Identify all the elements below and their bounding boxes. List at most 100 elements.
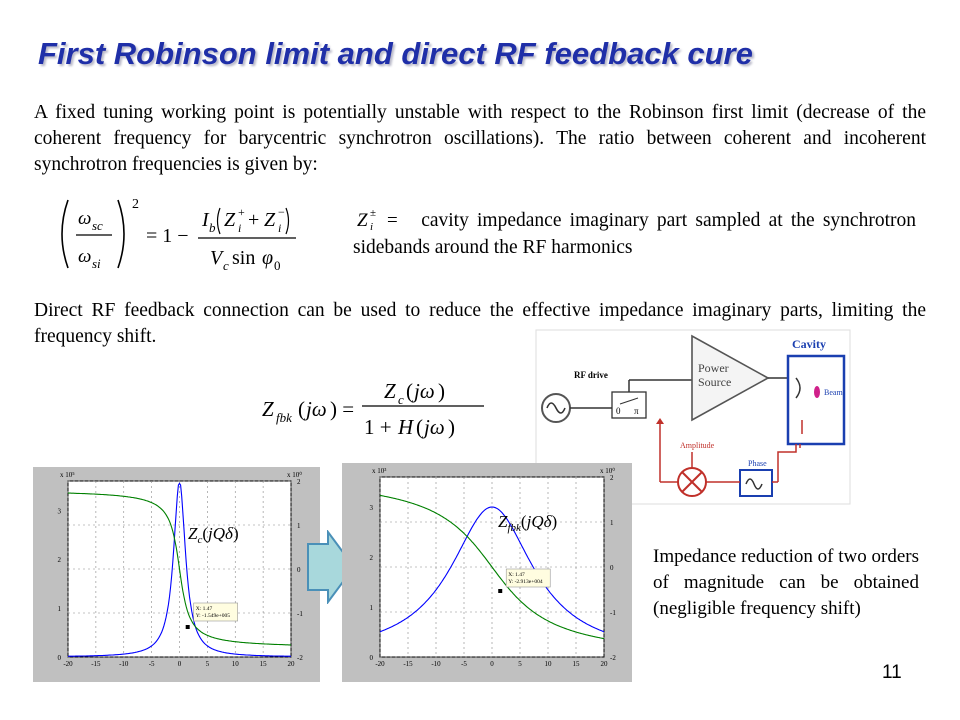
svg-text:Z: Z xyxy=(264,209,276,231)
y-left-tick-label: 0 xyxy=(58,654,62,662)
page-number: 11 xyxy=(882,662,902,683)
datatip-marker xyxy=(498,589,503,593)
feedback-impedance-equation: Z fbk ( jω ) = Z c ( jω ) 1 + H ( jω ) xyxy=(262,379,484,439)
magnitude-series-line xyxy=(379,506,605,633)
intro-paragraph: A fixed tuning working point is potentia… xyxy=(34,102,926,175)
x-tick-label: 10 xyxy=(232,660,240,668)
svg-text:1 +: 1 + xyxy=(364,415,392,439)
y-left-exponent: x 10⁵ xyxy=(60,471,75,479)
svg-text:jω: jω xyxy=(411,379,435,403)
y-left-tick-label: 2 xyxy=(58,556,62,564)
svg-text:−: − xyxy=(278,205,285,219)
impedance-definition: Z ± i = cavity impedance imaginary part … xyxy=(353,206,916,261)
y-right-tick-label: -1 xyxy=(610,609,616,617)
y-right-tick-label: 1 xyxy=(297,522,301,530)
beam-label: Beam xyxy=(824,388,843,397)
rf-drive-label: RF drive xyxy=(574,370,608,380)
datatip-x: X: 1.47 xyxy=(196,606,213,612)
datatip-y: Y: -1.549e+005 xyxy=(196,613,231,619)
magnitude-series-line xyxy=(67,482,292,657)
y-right-tick-label: 0 xyxy=(297,566,301,574)
svg-text:): ) xyxy=(438,379,445,403)
svg-text:c: c xyxy=(223,258,229,273)
svg-text:=: = xyxy=(387,210,398,231)
x-tick-label: 0 xyxy=(490,660,494,668)
svg-text:i: i xyxy=(238,221,241,235)
datatip-box xyxy=(193,602,238,622)
svg-text:(: ( xyxy=(416,415,423,439)
cavity-label: Cavity xyxy=(792,337,826,351)
feedback-paragraph: Direct RF feedback connection can be use… xyxy=(34,300,926,347)
x-tick-label: -10 xyxy=(119,660,129,668)
y-left-tick-label: 1 xyxy=(370,604,374,612)
slide-title: First Robinson limit and direct RF feedb… xyxy=(38,36,753,71)
svg-text:(: ( xyxy=(298,397,305,421)
svg-text:c: c xyxy=(398,392,404,407)
y-right-tick-label: 1 xyxy=(610,519,614,527)
power-source-label-2: Source xyxy=(698,375,731,389)
robinson-equation: ω sc ω si 2 = 1 − I b Z + i + Z − i V c … xyxy=(61,197,296,273)
svg-text:ω: ω xyxy=(78,208,91,229)
x-tick-label: 10 xyxy=(545,660,553,668)
svg-text:+: + xyxy=(248,209,259,231)
y-right-tick-label: 2 xyxy=(297,478,301,486)
x-tick-label: 5 xyxy=(518,660,522,668)
x-tick-label: -5 xyxy=(149,660,155,668)
svg-text:fbk: fbk xyxy=(276,410,292,425)
x-tick-label: -5 xyxy=(461,660,467,668)
y-right-tick-label: 2 xyxy=(610,474,614,482)
svg-text:ω: ω xyxy=(78,246,91,267)
svg-text:sin: sin xyxy=(232,247,255,269)
switch-right-label: π xyxy=(634,406,639,416)
svg-text:Z: Z xyxy=(357,210,368,231)
y-right-exponent: x 10⁰ xyxy=(287,471,302,479)
phase-switch-box xyxy=(611,391,647,419)
svg-text:i: i xyxy=(278,221,281,235)
curve-label: Zfbk(jQδ) xyxy=(498,512,557,534)
svg-text:Z: Z xyxy=(262,397,274,421)
x-tick-label: -20 xyxy=(63,660,73,668)
x-tick-label: 0 xyxy=(178,660,182,668)
svg-text:±: ± xyxy=(370,207,376,219)
svg-text:V: V xyxy=(210,247,225,269)
x-tick-label: 20 xyxy=(601,660,609,668)
svg-text:): ) xyxy=(448,415,455,439)
impedance-definition-text: cavity impedance imaginary part sampled … xyxy=(353,210,916,258)
beam-icon xyxy=(814,386,820,398)
y-left-tick-label: 1 xyxy=(58,605,62,613)
svg-text:i: i xyxy=(370,221,373,232)
svg-text:) =: ) = xyxy=(330,397,354,421)
power-source-label: Power xyxy=(698,361,729,375)
cavity-box xyxy=(786,354,846,446)
impedance-symbol: Z ± i = xyxy=(357,207,398,233)
svg-text:Z: Z xyxy=(224,209,236,231)
phase-shifter-box xyxy=(739,469,773,497)
svg-text:0: 0 xyxy=(274,258,281,273)
x-tick-label: 5 xyxy=(206,660,210,668)
svg-text:H: H xyxy=(397,415,415,439)
y-right-exponent: x 10⁰ xyxy=(600,467,615,475)
svg-text:φ: φ xyxy=(262,247,273,269)
phase-label: Phase xyxy=(748,459,767,468)
x-tick-label: 20 xyxy=(288,660,296,668)
svg-text:si: si xyxy=(92,256,101,271)
svg-text:jω: jω xyxy=(421,415,445,439)
svg-text:sc: sc xyxy=(92,218,103,233)
svg-text:(: ( xyxy=(406,379,413,403)
svg-text:I: I xyxy=(201,209,210,231)
y-left-tick-label: 3 xyxy=(370,504,374,512)
switch-left-label: 0 xyxy=(616,406,621,416)
svg-text:Z: Z xyxy=(384,379,396,403)
y-left-exponent: x 10³ xyxy=(372,467,386,475)
svg-text:= 1 −: = 1 − xyxy=(146,225,189,247)
phase-series-line xyxy=(379,494,605,640)
y-right-tick-label: -1 xyxy=(297,610,303,618)
x-tick-label: -15 xyxy=(91,660,101,668)
power-source-amplifier xyxy=(691,334,770,422)
y-right-tick-label: -2 xyxy=(297,654,303,662)
svg-text:2: 2 xyxy=(132,197,139,212)
x-tick-label: -20 xyxy=(375,660,385,668)
